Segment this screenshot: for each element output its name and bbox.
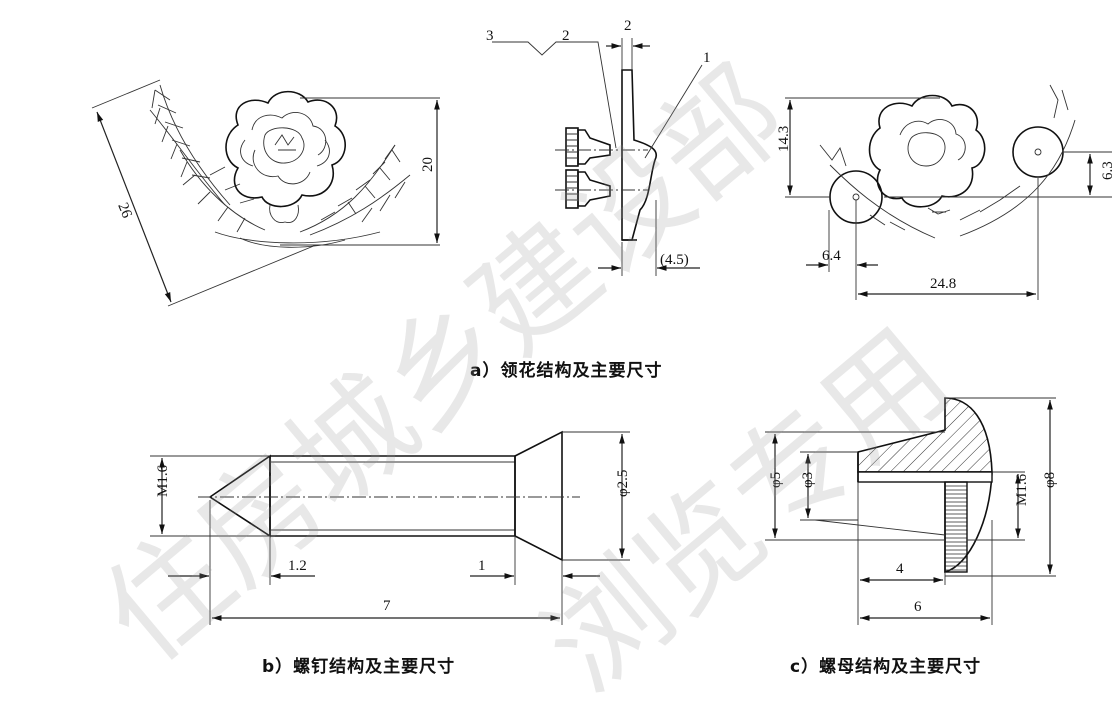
flower-front-view: 20 26	[91, 79, 440, 307]
dim-4: 4	[896, 561, 904, 577]
dim-1: 1	[478, 558, 486, 574]
dim-4-5: (4.5)	[660, 252, 689, 268]
dim-m1-6: M1.6	[155, 464, 171, 497]
label-1: 1	[703, 50, 711, 66]
dim-6: 6	[914, 599, 922, 615]
dim-6-4: 6.4	[822, 248, 841, 264]
dim-phi-5: φ5	[768, 472, 784, 488]
caption-a: a）领花结构及主要尺寸	[470, 361, 663, 381]
dim-7: 7	[383, 598, 391, 614]
caption-b: b）螺钉结构及主要尺寸	[262, 657, 456, 677]
dim-phi-2-5: φ2.5	[615, 470, 631, 497]
flower-side-view: 3 2 1 2 (4.5)	[486, 18, 711, 276]
dim-26: 26	[114, 201, 135, 221]
dim-phi-3: φ3	[800, 472, 816, 488]
dim-m1-6-nut: M1.6	[1014, 473, 1030, 506]
dim-phi-8: φ8	[1042, 472, 1058, 488]
nut-drawing: φ5 φ3 M1.6 φ8 4 6	[765, 397, 1058, 625]
dim-14-3: 14.3	[776, 126, 792, 152]
technical-drawing: 20 26 3 2 1 2	[91, 18, 1116, 625]
dim-1-2: 1.2	[288, 558, 307, 574]
dim-20: 20	[420, 157, 436, 172]
flower-hole-layout: 14.3 6.3 6.4 24.8	[776, 84, 1116, 300]
label-3: 3	[486, 28, 494, 44]
dim-2: 2	[624, 18, 632, 34]
dim-6-3: 6.3	[1100, 161, 1116, 180]
screw-drawing: M1.6 φ2.5 1.2 1 7	[150, 430, 631, 625]
caption-c: c）螺母结构及主要尺寸	[790, 657, 982, 677]
dim-24-8: 24.8	[930, 276, 956, 292]
label-2: 2	[562, 28, 570, 44]
